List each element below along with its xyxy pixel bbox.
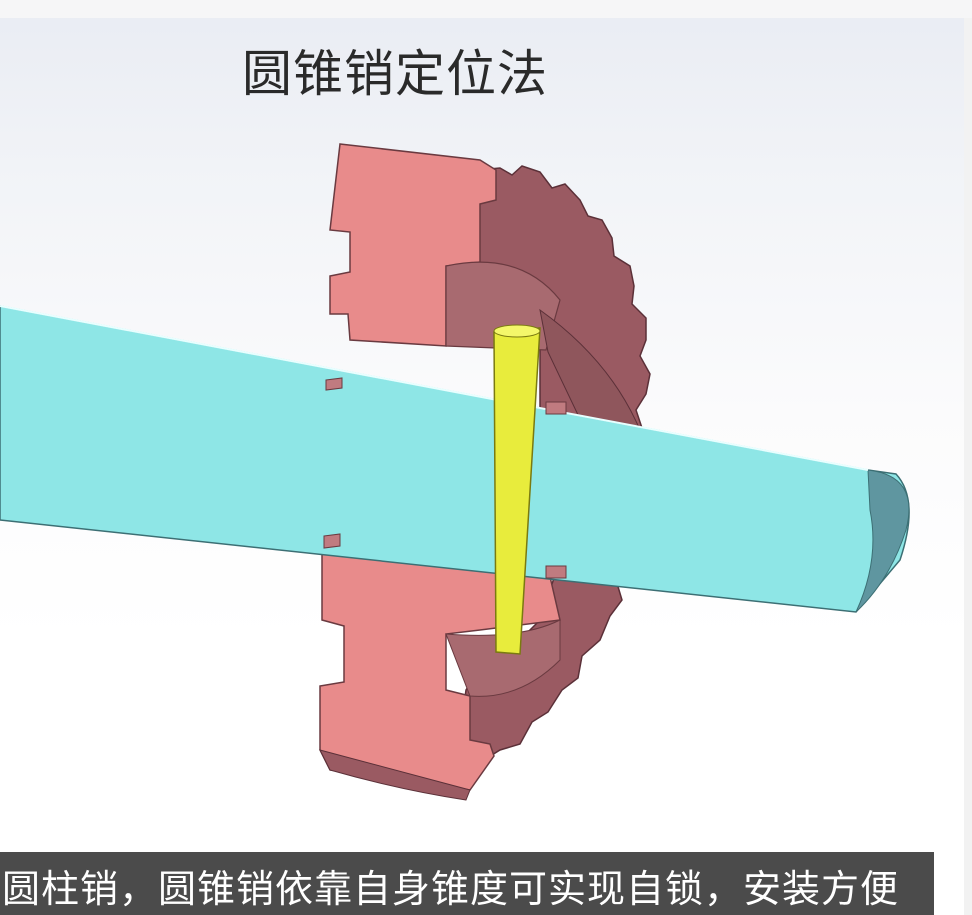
gear-hub-front (323, 377, 567, 579)
subtitle-bar (0, 852, 934, 915)
taper-pin (493, 324, 541, 655)
subtitle-caption: 圆柱销，圆锥销依靠自身锥度可实现自锁，安装方便 (2, 867, 900, 911)
window-right-strip (964, 18, 972, 915)
shaft (0, 305, 910, 613)
window-top-strip (0, 0, 972, 18)
slide-title: 圆锥销定位法 (242, 45, 548, 103)
